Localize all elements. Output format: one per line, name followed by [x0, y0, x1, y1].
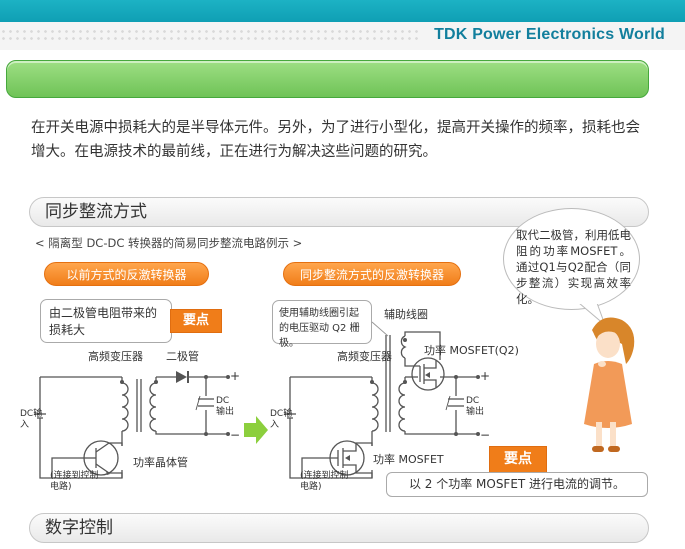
figure-subtitle: < 隔离型 DC-DC 转换器的简易同步整流电路例示 >: [35, 236, 303, 250]
key-point-badge-left: 要点: [170, 309, 222, 333]
brand-title: TDK Power Electronics World: [434, 26, 665, 43]
bubble-tail: [578, 303, 607, 327]
label-plus-right: +: [480, 369, 490, 383]
label-mosfet-q2: 功率 MOSFET(Q2): [424, 343, 519, 357]
label-dc-output-left: DC输出: [216, 396, 235, 417]
label-dc-output-right: DC输出: [466, 396, 485, 417]
label-transformer-right: 高频变压器: [337, 349, 392, 363]
woman-illustration: [584, 317, 635, 452]
left-secondary-coil: [149, 382, 157, 432]
callout-diode-loss: 由二极管电阻带来的损耗大: [40, 299, 172, 343]
top-teal-bar: [0, 0, 685, 22]
label-aux-coil: 辅助线圈: [384, 307, 428, 321]
aux-coil: [400, 335, 407, 359]
label-power-transistor: 功率晶体管: [133, 455, 188, 469]
bubble-text: 取代二极管，利用低电阻的功率MOSFET。通过Q1与Q2配合（同步整流）实现高效…: [516, 228, 631, 306]
pill-sync-flyback: 同步整流方式的反激转换器: [283, 262, 461, 286]
label-power-mosfet: 功率 MOSFET: [373, 452, 444, 466]
intro-paragraph: 在开关电源中损耗大的是半导体元件。另外，为了进行小型化，提高开关操作的频率，损耗…: [31, 120, 640, 160]
label-dc-input-left: DC输入: [20, 409, 43, 430]
label-plus-left: +: [230, 369, 240, 383]
diode-icon: [176, 371, 187, 383]
speech-bubble: [503, 208, 640, 310]
pill-conventional-flyback: 以前方式的反激转换器: [44, 262, 209, 286]
mosfet-q2: [411, 357, 445, 391]
label-transformer-left: 高频变压器: [88, 349, 143, 363]
label-control-right: (连接到控制电路): [300, 471, 349, 492]
label-diode: 二极管: [166, 349, 199, 363]
label-minus-right: −: [480, 428, 490, 442]
right-secondary-coil: [398, 382, 406, 432]
summary-box: 以 2 个功率 MOSFET 进行电流的调节。: [386, 472, 648, 497]
section-title-digital-control: 数字控制: [29, 513, 649, 543]
callout-aux-coil-drive: 使用辅助线圈引起的电压驱动 Q2 栅极。: [272, 300, 372, 349]
left-primary-coil: [121, 382, 129, 432]
green-title-bar: [6, 60, 649, 98]
label-control-left: (连接到控制电路): [50, 471, 99, 492]
key-point-badge-right: 要点: [489, 446, 547, 473]
arrow-icon: [244, 416, 268, 444]
label-dc-input-right: DC输入: [270, 409, 293, 430]
dotted-header-band: [0, 22, 685, 50]
label-minus-left: −: [230, 428, 240, 442]
right-primary-coil: [371, 382, 379, 432]
